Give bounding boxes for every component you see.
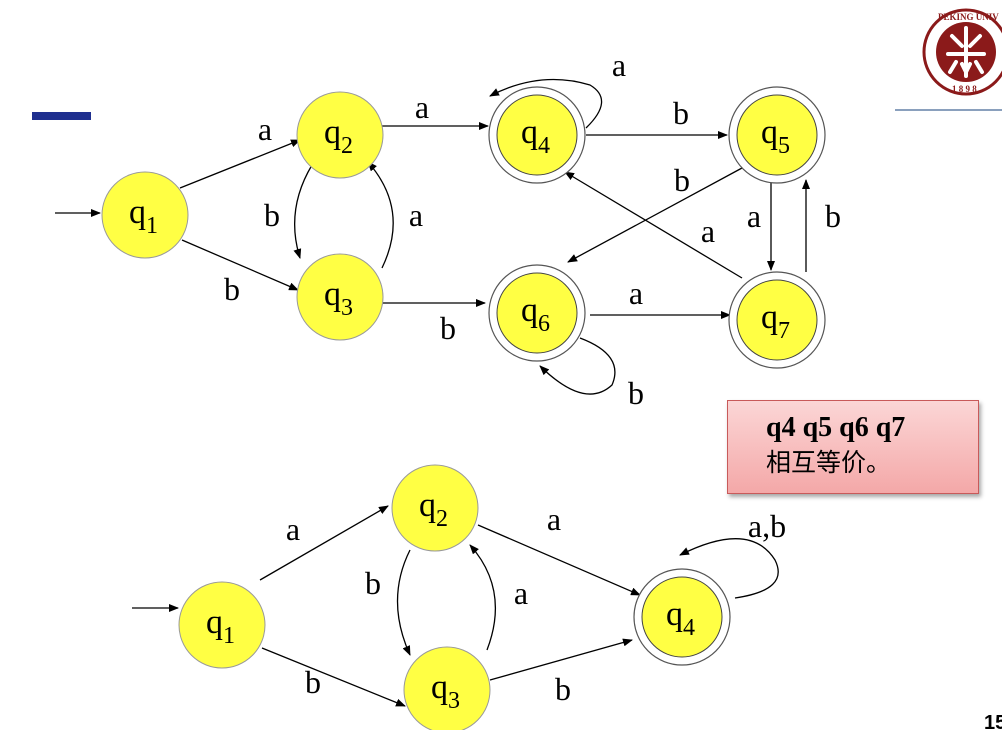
- state-circle: [496, 272, 578, 354]
- state-circle: [736, 94, 818, 176]
- transition-q2-q3: [396, 549, 411, 656]
- transition-label: b: [555, 671, 571, 707]
- state-q5: q5: [728, 86, 826, 184]
- transition-label: b: [673, 95, 689, 131]
- transition-q3-q2: [367, 161, 394, 269]
- transition-label: a: [701, 213, 715, 249]
- state-circle: [736, 279, 818, 361]
- state-q3: q3: [296, 253, 384, 341]
- header-rule: [895, 109, 1002, 111]
- state-q2: q2: [391, 464, 479, 552]
- page-number: 15: [984, 712, 1002, 734]
- peking-university-logo: PEKING UNIV 1 8 9 8: [922, 8, 1002, 96]
- transition-q3-q2: [469, 544, 497, 651]
- transition-label: b: [224, 271, 240, 307]
- transition-label: a: [547, 501, 561, 537]
- transition-label: b: [264, 197, 280, 233]
- transition-q6-q6: [539, 337, 616, 395]
- transition-q7-q4: [564, 171, 743, 279]
- state-circle: [178, 581, 266, 669]
- transition-label: b: [674, 162, 690, 198]
- state-q2: q2: [296, 91, 384, 179]
- state-circle: [296, 91, 384, 179]
- state-q1: q1: [178, 581, 266, 669]
- minimized-dfa: a b b a a b a,b q1 q2 q3 q4: [132, 464, 786, 730]
- transition-label: a: [286, 511, 300, 547]
- transition-q1-q3: [261, 647, 406, 707]
- transition-label: a: [747, 198, 761, 234]
- state-circle: [391, 464, 479, 552]
- transition-label: b: [365, 565, 381, 601]
- transition-label: b: [440, 310, 456, 346]
- title-underline-bar: [32, 112, 91, 120]
- note-text: 相互等价。: [766, 448, 892, 477]
- state-q7: q7: [728, 271, 826, 369]
- transition-q3-q4: [489, 638, 633, 681]
- transition-label: a: [258, 111, 272, 147]
- state-q6: q6: [488, 264, 586, 362]
- transition-q5-q6: [567, 167, 743, 263]
- transition-label: a: [415, 89, 429, 125]
- transition-q4-q4: [489, 78, 603, 129]
- transition-label: a: [514, 575, 528, 611]
- state-q1: q1: [101, 171, 189, 259]
- state-circle: [496, 94, 578, 176]
- transition-label: b: [825, 198, 841, 234]
- state-circle: [641, 576, 723, 658]
- svg-text:PEKING UNIV: PEKING UNIV: [938, 12, 999, 22]
- transition-q2-q3: [293, 164, 313, 259]
- state-circle: [403, 646, 491, 730]
- transition-label: a: [409, 197, 423, 233]
- transition-q1-q2: [259, 505, 389, 581]
- state-q3: q3: [403, 646, 491, 730]
- transition-label: a: [612, 47, 626, 83]
- transition-q4-q4: [679, 538, 779, 599]
- svg-text:1 8 9 8: 1 8 9 8: [952, 84, 977, 94]
- transition-label: a: [629, 275, 643, 311]
- state-q4: q4: [633, 568, 731, 666]
- transition-q2-q4: [477, 524, 641, 596]
- transition-q1-q3: [181, 239, 299, 291]
- transition-label: b: [305, 664, 321, 700]
- state-q4: q4: [488, 86, 586, 184]
- state-circle: [296, 253, 384, 341]
- transition-label: b: [628, 375, 644, 411]
- transition-label: a,b: [748, 508, 786, 544]
- state-circle: [101, 171, 189, 259]
- equivalence-note: q4 q5 q6 q7 相互等价。: [727, 400, 979, 494]
- transition-q1-q2: [179, 139, 301, 189]
- note-states: q4 q5 q6 q7: [766, 412, 906, 443]
